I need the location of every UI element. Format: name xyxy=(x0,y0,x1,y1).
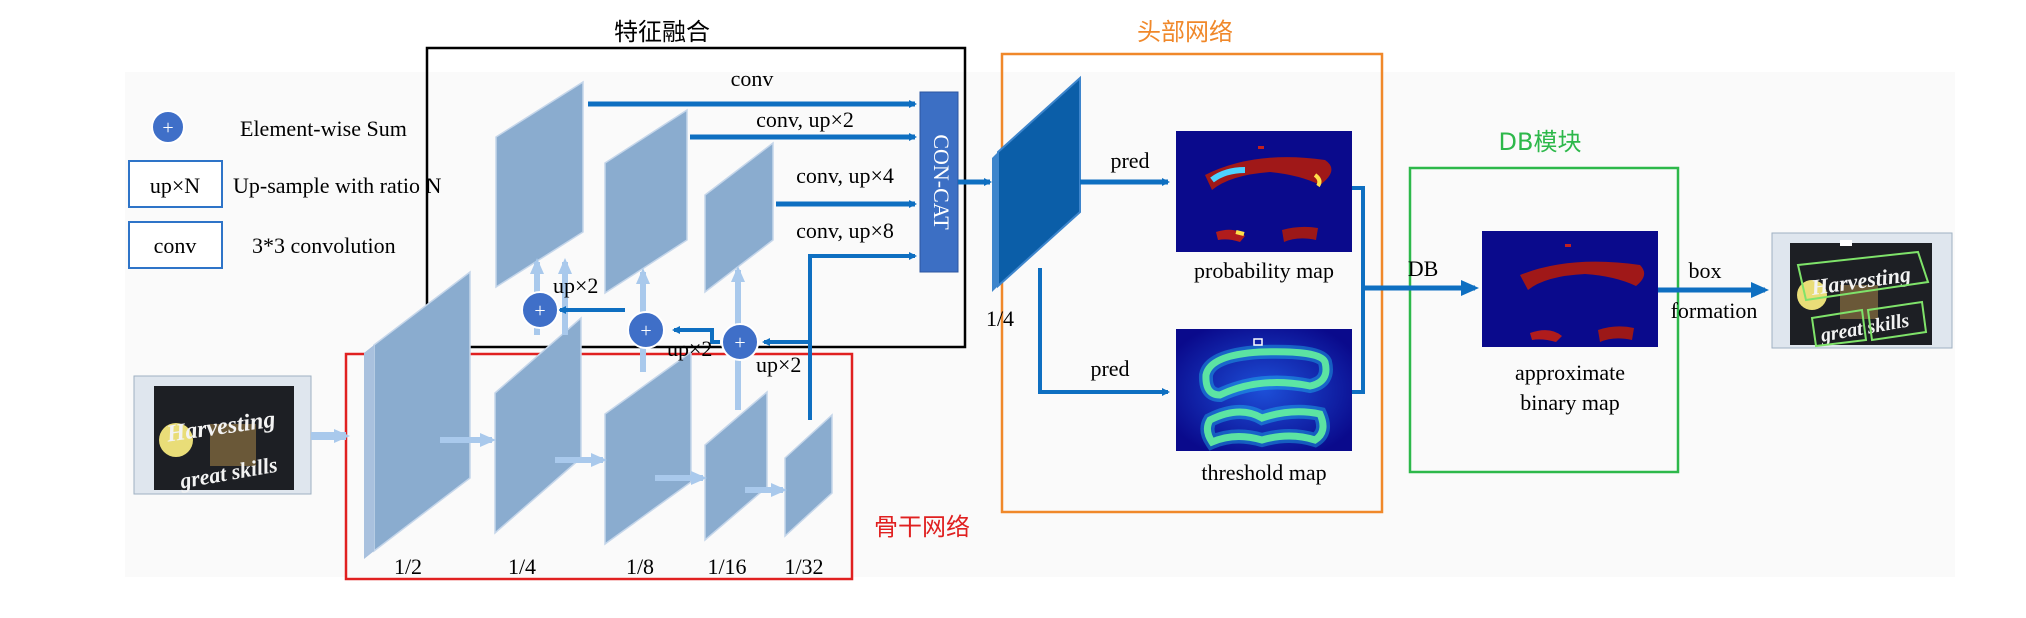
backbone-section-box xyxy=(344,352,854,581)
head-feature-block-edge xyxy=(992,152,998,292)
approximate-binary-map-label-line2: binary map xyxy=(1520,390,1620,415)
backbone-block-1-32 xyxy=(784,413,833,538)
scale-label-1-32: 1/32 xyxy=(784,554,823,579)
threshold-map xyxy=(1176,329,1352,451)
head-section-title: 头部网络 xyxy=(1137,18,1233,46)
legend-conv-label: 3*3 convolution xyxy=(252,233,396,258)
detected-box-2 xyxy=(1810,308,1868,348)
final-output-image: Harvesting great skills xyxy=(1771,232,1953,349)
fusion-sums: + + + xyxy=(521,291,759,361)
backbone-scale-labels: 1/2 1/4 1/8 1/16 1/32 xyxy=(394,554,824,579)
upsample-label-c: up×2 xyxy=(756,352,801,377)
fusion-block-3 xyxy=(704,141,774,294)
conv-label-2: conv, up×2 xyxy=(756,107,854,132)
threshold-map-label: threshold map xyxy=(1201,460,1326,485)
sum-circle-1 xyxy=(521,291,559,329)
legend-sum-icon xyxy=(151,110,185,144)
pred-arrow-bottom xyxy=(1038,268,1170,396)
detected-box-1 xyxy=(1796,250,1930,302)
db-arrow-label: DB xyxy=(1408,256,1439,281)
fusion-section-title: 特征融合 xyxy=(614,18,710,46)
sum-circle-2 xyxy=(627,311,665,349)
legend-conv-box-text: conv xyxy=(154,233,197,258)
backbone-arrows xyxy=(440,433,787,497)
legend-sum-symbol: + xyxy=(162,117,173,139)
backbone-block-1-2-edge xyxy=(364,345,374,559)
approximate-binary-map-label-line1: approximate xyxy=(1515,360,1625,385)
fusion-blocks xyxy=(495,80,774,295)
legend-upsample-label: Up-sample with ratio N xyxy=(233,173,441,198)
box-formation-label-line2: formation xyxy=(1671,298,1758,323)
backbone-section-title: 骨干网络 xyxy=(874,513,970,541)
detected-box-3 xyxy=(1866,300,1928,342)
legend: + Element-wise Sum up×N Up-sample with r… xyxy=(128,110,441,269)
scale-label-1-4: 1/4 xyxy=(508,554,536,579)
fusion-section-box xyxy=(425,46,967,349)
pred-label-top: pred xyxy=(1110,148,1149,173)
probability-map xyxy=(1176,131,1352,252)
conv-label-4: conv, up×4 xyxy=(796,163,894,188)
sum-circle-3 xyxy=(721,323,759,361)
upsample-label-b: up×2 xyxy=(667,336,712,361)
head-scale-label: 1/4 xyxy=(986,306,1014,331)
legend-upsample-box xyxy=(128,160,223,208)
db-section-title: DB模块 xyxy=(1499,128,1582,156)
conv-label-1: conv xyxy=(731,66,774,91)
pred-label-bottom: pred xyxy=(1090,356,1129,381)
legend-conv-box xyxy=(128,221,223,269)
db-section-box xyxy=(1408,166,1680,474)
sum-symbol-3: + xyxy=(734,332,745,354)
scale-label-1-8: 1/8 xyxy=(626,554,654,579)
sum-symbol-1: + xyxy=(534,300,545,322)
legend-upsample-box-text: up×N xyxy=(150,173,200,198)
input-image: Harvesting great skills xyxy=(133,375,312,495)
approximate-binary-map xyxy=(1482,231,1658,347)
backbone-blocks xyxy=(364,270,833,559)
fusion-block-2 xyxy=(604,108,688,295)
upsample-label-a: up×2 xyxy=(553,273,598,298)
concat-label: CON-CAT xyxy=(929,134,954,230)
detected-small-marker xyxy=(1840,240,1852,246)
conv-arrows xyxy=(588,100,917,420)
conv-label-8: conv, up×8 xyxy=(796,218,894,243)
legend-sum-label: Element-wise Sum xyxy=(240,116,407,141)
fusion-block-1 xyxy=(495,80,584,289)
probability-map-label: probability map xyxy=(1194,258,1334,283)
box-formation-label-line1: box xyxy=(1689,258,1722,283)
scale-label-1-16: 1/16 xyxy=(707,554,746,579)
scale-label-1-2: 1/2 xyxy=(394,554,422,579)
sum-symbol-2: + xyxy=(640,320,651,342)
